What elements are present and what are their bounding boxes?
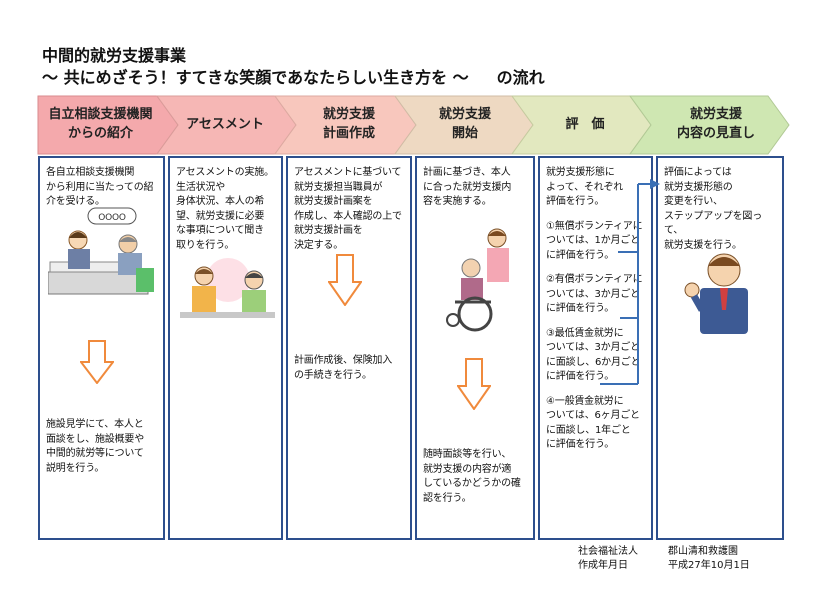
evaluation-text: 就労支援形態に よって、それぞれ 評価を行う。 <box>546 167 624 207</box>
insurance-text: 計画作成後、保険加入 の手続きを行う。 <box>294 355 392 381</box>
column-start: 計画に基づき、本人 に合った就労支援内 容を実施する。 随時面談等を行い、 就労… <box>415 156 535 540</box>
subtitle-tail: の流れ <box>496 68 545 87</box>
planning-text: アセスメントに基づいて 就労支援担当職員が 就労支援計画案を 作成し、本人確認の… <box>294 167 402 251</box>
interview-illustration <box>180 258 275 318</box>
column-assessment: アセスメントの実施。 生活状況や 身体状況、本人の希 望、就労支援に必要 な事項… <box>168 156 283 540</box>
step-label-evaluation: 評 価 <box>565 116 605 132</box>
review-text: 評価によっては 就労支援形態の 変更を行い、 ステップアップを図って、 就労支援… <box>664 167 762 251</box>
evaluation-item: ④一般賃金就労に ついては、6ヶ月ごと に面談し、1年ごと に評価を行う。 <box>546 395 640 451</box>
column-referral: 各自立相談支援機関 から利用に当たっての紹 介を受ける。 OOOO 施設見学にて… <box>38 156 165 540</box>
step-chevron-6 <box>629 95 790 155</box>
staff-illustration <box>684 253 748 334</box>
referral-text: 各自立相談支援機関 から利用に当たっての紹 介を受ける。 <box>46 167 154 207</box>
step-label-assessment: アセスメント <box>186 116 264 132</box>
down-arrow-icon <box>328 254 362 306</box>
evaluation-item: ②有償ボランティアに ついては、3か月ごと に評価を行う。 <box>546 274 643 314</box>
step-label-planning: 就労支援 計画作成 <box>322 107 375 141</box>
counseling-illustration: OOOO <box>48 207 154 295</box>
followup-text: 随時面談等を行い、 就労支援の内容が適 しているかどうかの確 認を行う。 <box>423 449 521 504</box>
assessment-text: アセスメントの実施。 生活状況や 身体状況、本人の希 望、就労支援に必要 な事項… <box>176 167 274 251</box>
evaluation-item: ①無償ボランティアに ついては、1か月ごと に評価を行う。 <box>546 220 643 261</box>
down-arrow-icon <box>80 340 114 384</box>
column-review: 評価によっては 就労支援形態の 変更を行い、 ステップアップを図って、 就労支援… <box>656 156 784 540</box>
step-label-review: 就労支援 内容の見直し <box>676 107 755 141</box>
down-arrow-icon <box>457 358 491 410</box>
column-evaluation: 就労支援形態に よって、それぞれ 評価を行う。 ①無償ボランティアに ついては、… <box>538 156 653 540</box>
step-label-start: 就労支援 開始 <box>438 107 491 141</box>
page-title: 中間的就労支援事業 <box>42 46 187 65</box>
subtitle-slogan: ～ 共にめざそう！すてきな笑顔であなたらしい生き方を ～ <box>42 68 469 87</box>
step-label-referral: 自立相談支援機関 からの紹介 <box>48 107 153 141</box>
page-subtitle: ～ 共にめざそう！すてきな笑顔であなたらしい生き方を ～ の流れ <box>42 64 545 88</box>
right-arrow-icon <box>650 179 660 189</box>
footer-organization: 社会福祉法人 作成年月日 <box>578 546 638 571</box>
column-planning: アセスメントに基づいて 就労支援担当職員が 就労支援計画案を 作成し、本人確認の… <box>286 156 412 540</box>
sign-label: OOOO <box>98 213 126 223</box>
footer-date: 郡山清和救護園 平成27年10月1日 <box>668 546 750 571</box>
interview-text: 施設見学にて、本人と 面談をし、施設概要や 中間的就労等について 説明を行う。 <box>46 419 144 474</box>
start-text: 計画に基づき、本人 に合った就労支援内 容を実施する。 <box>423 167 512 207</box>
wheelchair-care-illustration <box>446 228 509 332</box>
evaluation-item: ③最低賃金就労に ついては、3か月ごと に面談し、6か月ごと に評価を行う。 <box>546 327 641 383</box>
process-band <box>37 95 790 155</box>
